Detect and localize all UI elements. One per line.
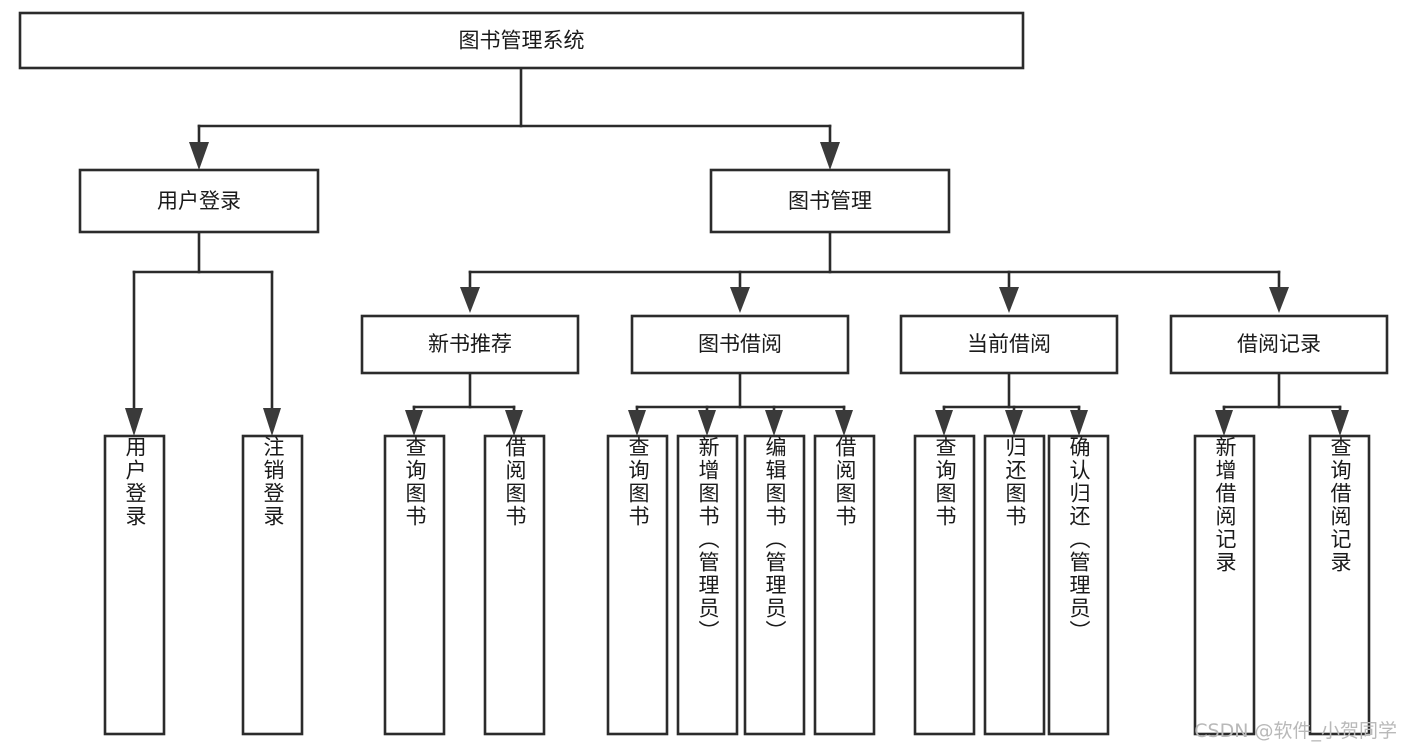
connectors-user-login-to-leaves <box>125 230 281 436</box>
node-box-leaf-4[interactable] <box>606 434 669 736</box>
arrow-head-nb-leaf-1 <box>405 410 423 436</box>
arrow-head-br-leaf-2 <box>1331 410 1349 436</box>
node-box-leaf-0[interactable] <box>103 434 166 736</box>
node-box-leaf-3[interactable] <box>483 434 546 736</box>
arrow-head-cb-leaf-2 <box>1005 410 1023 436</box>
node-box-leaf-11[interactable] <box>1193 434 1256 736</box>
connectors-book-borrow-to-leaves <box>628 371 853 436</box>
arrow-head-leaf-user-login <box>125 408 143 436</box>
node-box-leaf-7[interactable] <box>813 434 876 736</box>
node-box-leaf-2[interactable] <box>383 434 446 736</box>
connectors-root-to-level1 <box>189 66 840 170</box>
node-box-current-borrow[interactable] <box>899 314 1119 375</box>
arrow-head-br-leaf-1 <box>1215 410 1233 436</box>
node-label-root: 图书管理系统 <box>459 29 585 53</box>
node-label-book-management: 图书管理 <box>788 189 872 213</box>
node-box-leaf-6[interactable] <box>743 434 806 736</box>
node-box-root[interactable] <box>18 11 1025 70</box>
node-box-leaf-9[interactable] <box>983 434 1046 736</box>
node-label-book-borrow: 图书借阅 <box>698 332 782 356</box>
arrow-head-bb-leaf-1 <box>628 410 646 436</box>
node-box-user-login[interactable] <box>78 168 320 234</box>
arrow-head-bb-leaf-2 <box>698 410 716 436</box>
node-label-user-login: 用户登录 <box>157 189 241 213</box>
arrow-head-cb-leaf-3 <box>1070 410 1088 436</box>
connectors-new-books-to-leaves <box>405 371 523 436</box>
node-label-new-book-recommend: 新书推荐 <box>428 332 512 356</box>
arrow-head-cb-leaf-1 <box>935 410 953 436</box>
arrow-head-bb-leaf-4 <box>835 410 853 436</box>
csdn-watermark: CSDN @软件_小贺同学 <box>1194 720 1397 742</box>
node-box-book-management[interactable] <box>709 168 951 234</box>
node-box-borrow-records[interactable] <box>1169 314 1389 375</box>
node-label-current-borrow: 当前借阅 <box>967 332 1051 356</box>
arrow-head-leaf-logout <box>263 408 281 436</box>
node-box-leaf-1[interactable] <box>241 434 304 736</box>
node-box-book-borrow[interactable] <box>630 314 850 375</box>
arrow-head-book-borrow <box>730 287 750 313</box>
node-label-borrow-records: 借阅记录 <box>1237 332 1321 356</box>
connectors-current-borrow-to-leaves <box>935 371 1088 436</box>
connectors-borrow-records-to-leaves <box>1215 371 1349 436</box>
node-box-new-book-recommend[interactable] <box>360 314 580 375</box>
arrow-head-book-mgmt <box>820 142 840 170</box>
arrow-head-new-books <box>460 287 480 313</box>
node-box-leaf-8[interactable] <box>913 434 976 736</box>
arrow-head-user-login <box>189 142 209 170</box>
arrow-head-nb-leaf-2 <box>505 410 523 436</box>
arrow-head-current-borrow <box>999 287 1019 313</box>
node-box-leaf-10[interactable] <box>1047 434 1110 736</box>
node-box-leaf-5[interactable] <box>676 434 739 736</box>
connectors-book-mgmt-to-level2 <box>460 230 1289 313</box>
node-box-leaf-12[interactable] <box>1308 434 1371 736</box>
arrow-head-borrow-records <box>1269 287 1289 313</box>
arrow-head-bb-leaf-3 <box>765 410 783 436</box>
